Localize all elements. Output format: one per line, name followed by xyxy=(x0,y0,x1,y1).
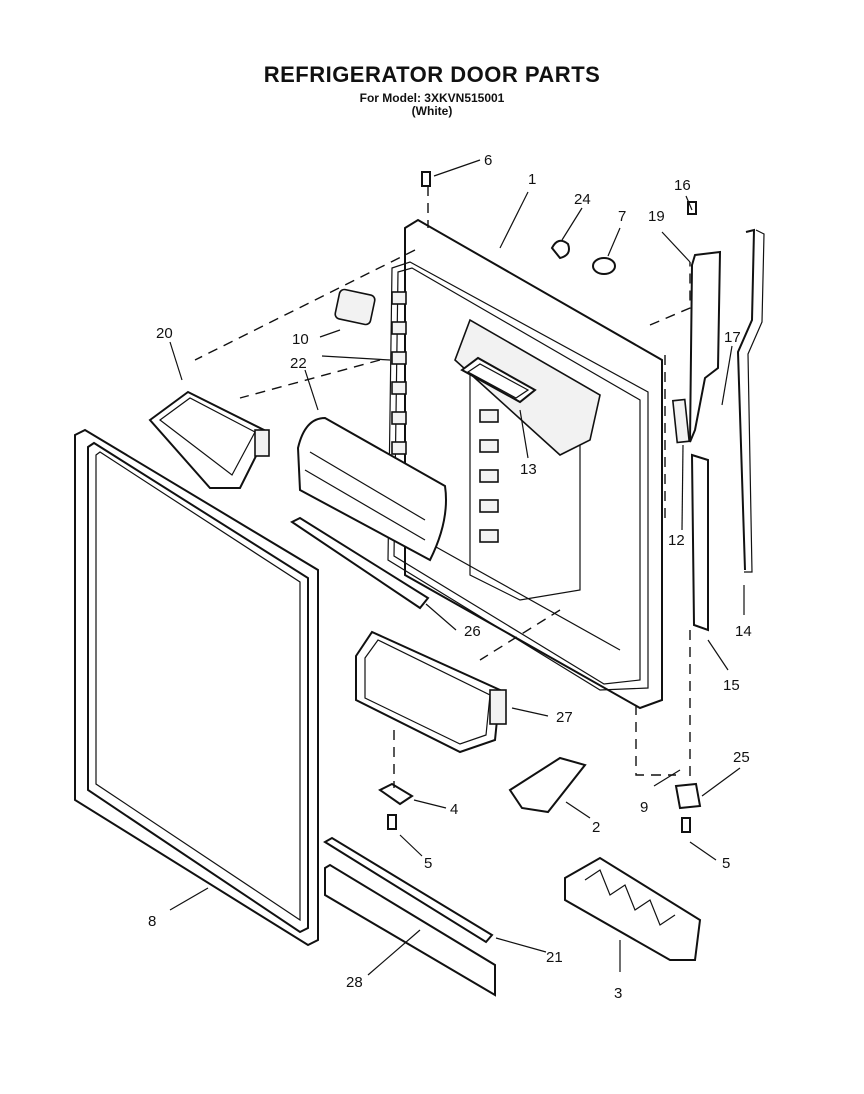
callout-21: 21 xyxy=(546,949,563,966)
callout-13: 13 xyxy=(520,461,537,478)
callout-24: 24 xyxy=(574,191,591,208)
diagram-title: REFRIGERATOR DOOR PARTS xyxy=(263,62,601,87)
door-liner-part xyxy=(387,218,663,710)
callout-5-left: 5 xyxy=(424,855,432,872)
end-cap-part xyxy=(508,756,587,814)
callout-27: 27 xyxy=(556,709,573,726)
door-gasket-part xyxy=(74,428,319,947)
callout-20: 20 xyxy=(156,325,173,342)
callout-17: 17 xyxy=(724,329,741,346)
upper-hinge-part xyxy=(689,250,722,443)
screw-parts xyxy=(387,171,697,833)
callout-26: 26 xyxy=(464,623,481,640)
callout-3: 3 xyxy=(614,985,622,1002)
small-bin-part xyxy=(148,390,270,489)
callout-4: 4 xyxy=(450,801,458,818)
dairy-door-part xyxy=(460,356,537,404)
callout-1: 1 xyxy=(528,171,536,188)
spacer-part xyxy=(671,398,691,444)
handle-base-part xyxy=(690,453,709,632)
callout-15: 15 xyxy=(723,677,740,694)
lower-trim-part xyxy=(323,836,494,944)
callout-7: 7 xyxy=(618,208,626,225)
cam-part xyxy=(550,239,570,260)
handle-rod-part xyxy=(736,228,756,571)
callout-10: 10 xyxy=(292,331,309,348)
callout-9: 9 xyxy=(640,799,648,816)
callout-19: 19 xyxy=(648,208,665,225)
callout-25: 25 xyxy=(733,749,750,766)
callout-16: 16 xyxy=(674,177,691,194)
trim-strip-part xyxy=(290,516,430,610)
plug-part xyxy=(592,257,616,275)
dairy-cover-part xyxy=(296,416,447,562)
callout-12: 12 xyxy=(668,532,685,549)
callout-14: 14 xyxy=(735,623,752,640)
callout-2: 2 xyxy=(592,819,600,836)
pad-part xyxy=(334,288,376,326)
assembly-guide-lines xyxy=(194,186,691,788)
model-line: For Model: 3XKVN515001 xyxy=(359,91,505,105)
color-line: (White) xyxy=(411,104,453,118)
callout-28: 28 xyxy=(346,974,363,991)
callout-5-right: 5 xyxy=(722,855,730,872)
callout-8: 8 xyxy=(148,913,156,930)
lower-hinge-part xyxy=(674,782,702,810)
hinge-bracket-part xyxy=(378,782,414,806)
leader-lines xyxy=(169,159,745,976)
callout-22: 22 xyxy=(290,355,307,372)
egg-tray-part xyxy=(564,856,702,961)
bottom-panel-part xyxy=(324,863,496,997)
callout-6: 6 xyxy=(484,152,492,169)
large-bin-part xyxy=(355,630,507,754)
